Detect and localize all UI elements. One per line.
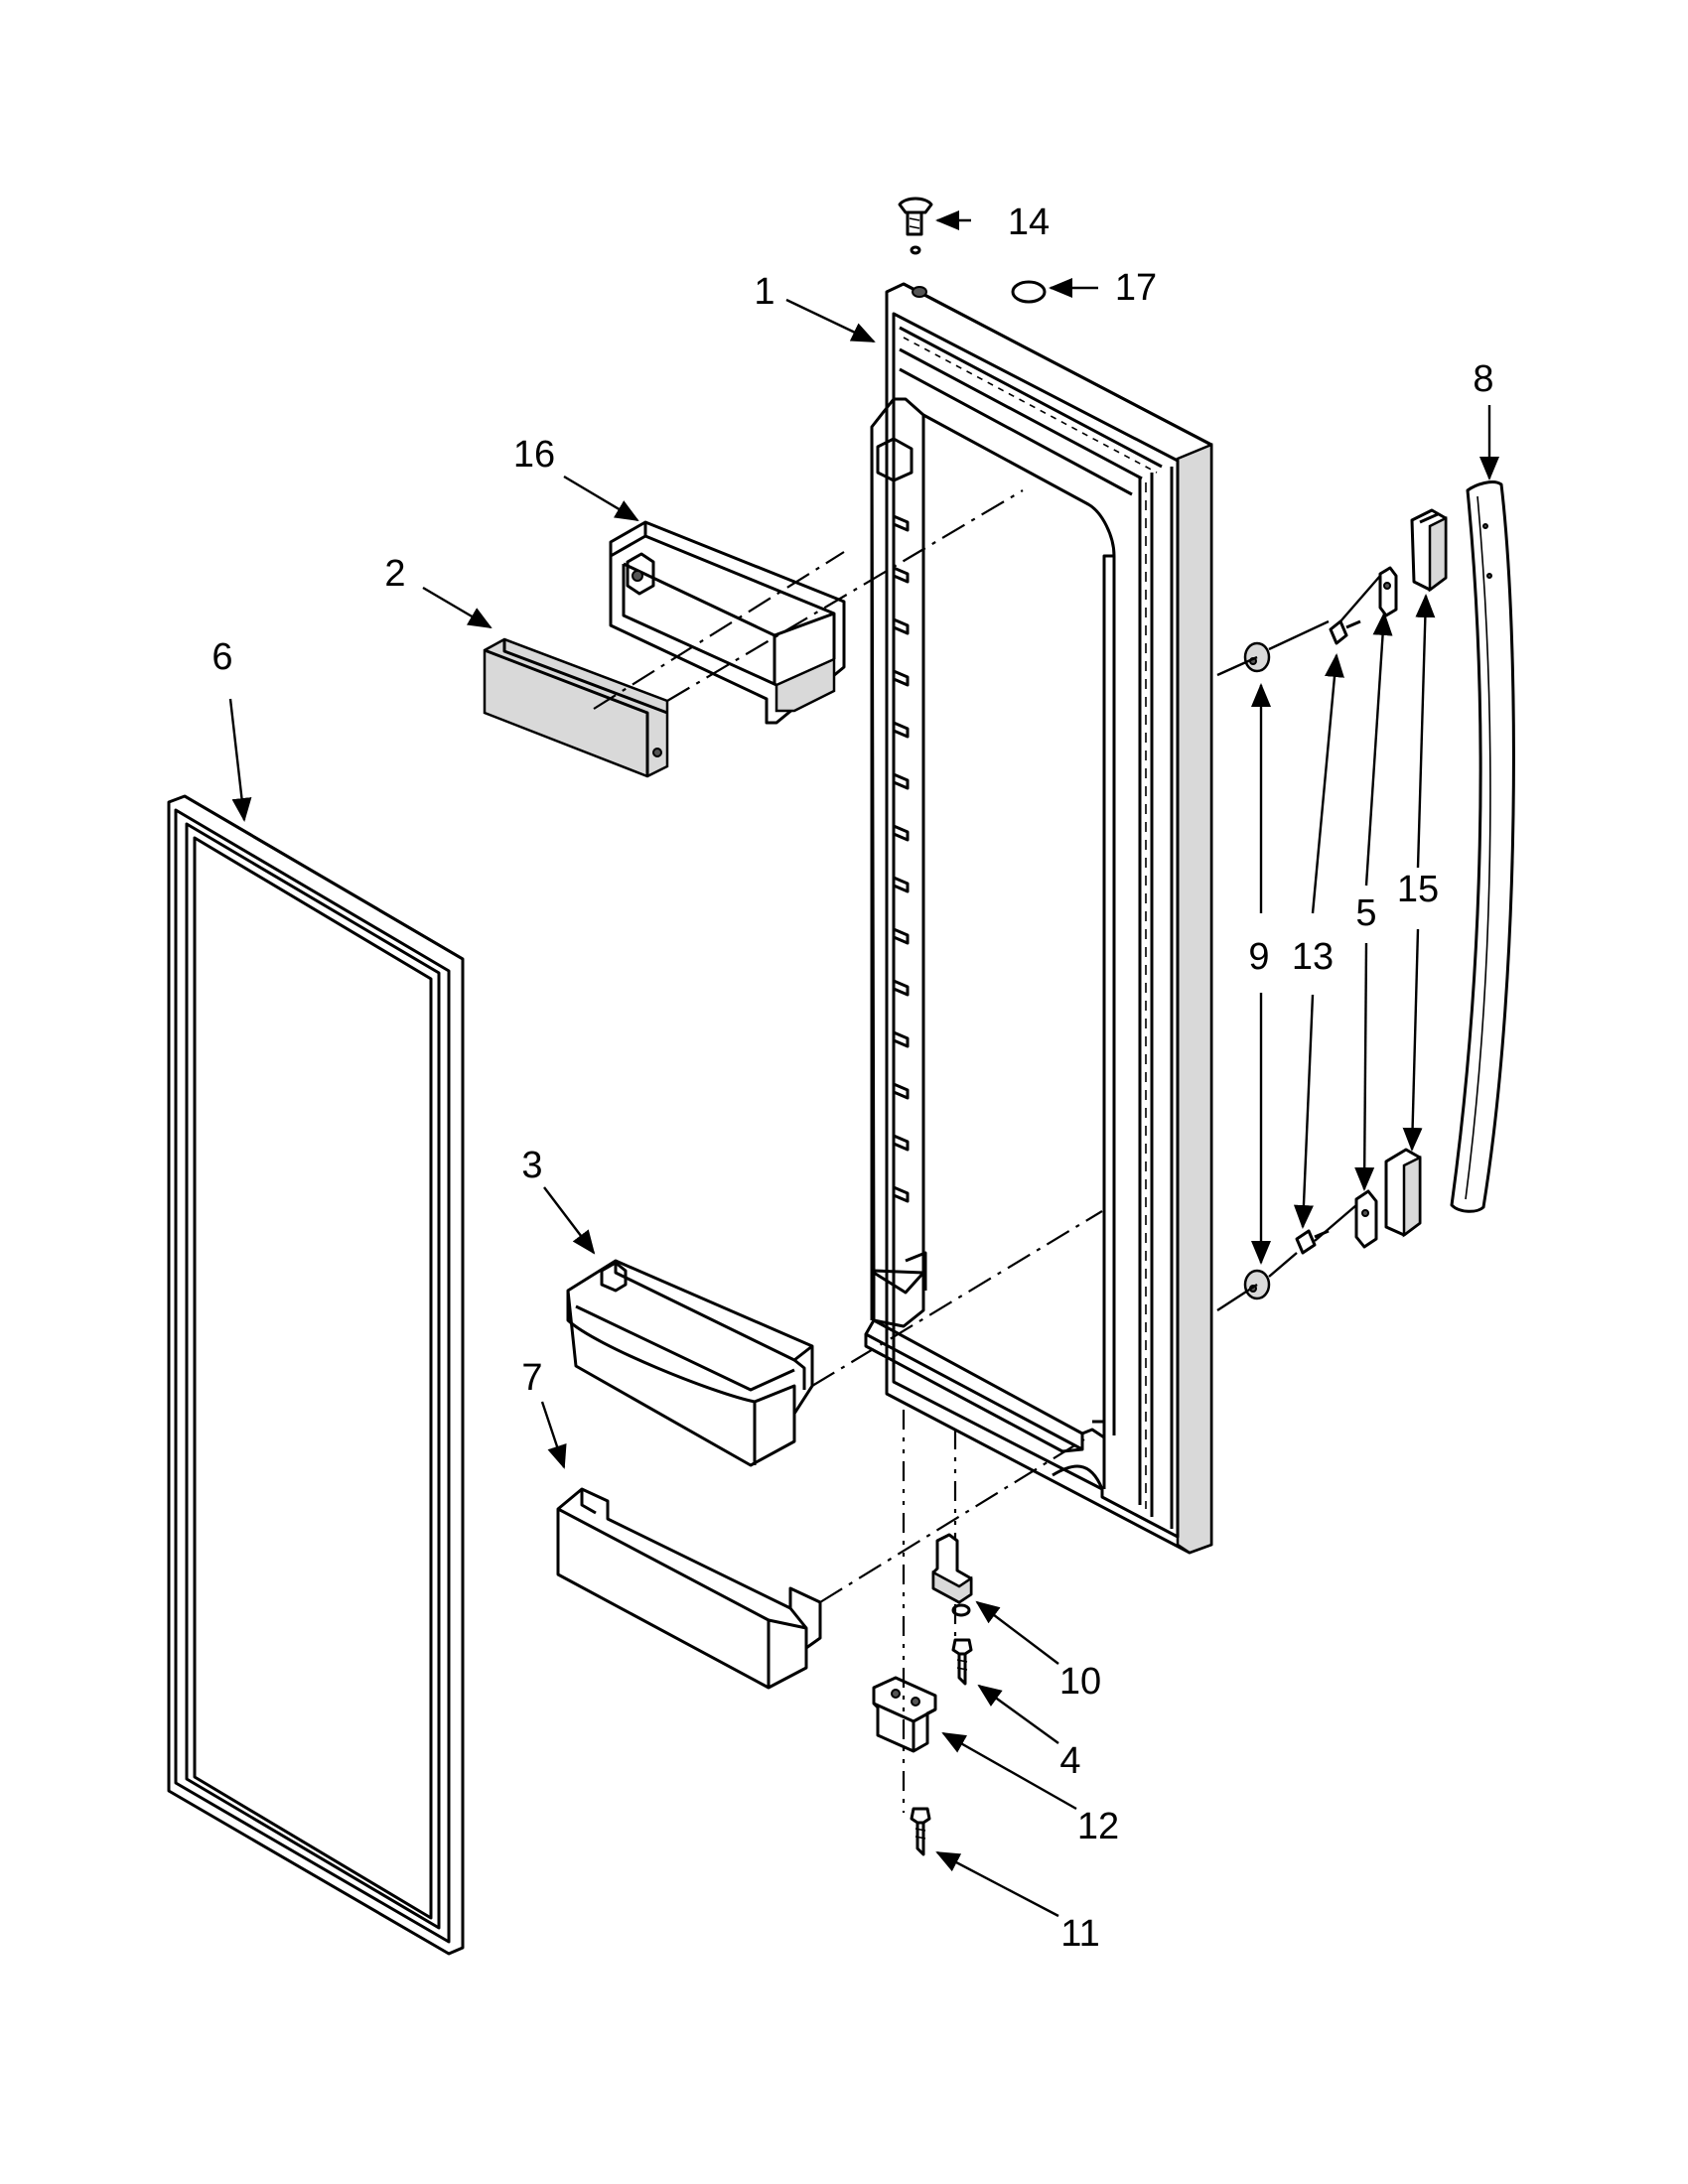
door-gasket-part-6 bbox=[167, 794, 465, 1956]
handle-brackets-part-5 bbox=[1354, 566, 1398, 1249]
callout-6: 6 bbox=[211, 636, 232, 678]
callout-leaders bbox=[228, 210, 1499, 1918]
callout-2: 2 bbox=[384, 553, 405, 595]
callout-12: 12 bbox=[1077, 1806, 1119, 1847]
dairy-bin-housing-part-16 bbox=[609, 520, 846, 725]
callout-9: 9 bbox=[1248, 936, 1269, 978]
callout-1: 1 bbox=[754, 271, 774, 313]
handle-end-caps-part-15 bbox=[1384, 508, 1448, 1238]
callout-5: 5 bbox=[1355, 892, 1376, 934]
alignment-lines bbox=[593, 489, 1381, 1813]
callout-4: 4 bbox=[1059, 1740, 1080, 1782]
o-ring-part-17 bbox=[1011, 280, 1047, 304]
callout-14: 14 bbox=[1008, 202, 1050, 243]
callout-10: 10 bbox=[1059, 1661, 1101, 1703]
callout-13: 13 bbox=[1292, 936, 1334, 978]
door-bin-part-3 bbox=[566, 1259, 814, 1467]
callout-labels: 1 2 3 4 5 6 7 8 9 10 11 12 13 14 15 16 1… bbox=[211, 202, 1493, 1955]
top-hinge-pin-part-14 bbox=[898, 197, 933, 255]
shelf-rail-notches bbox=[892, 514, 910, 1203]
door-assembly-part-1 bbox=[864, 282, 1213, 1555]
screw-part-11 bbox=[910, 1807, 931, 1856]
screw-part-4 bbox=[951, 1638, 973, 1686]
dairy-door-part-2 bbox=[483, 637, 669, 778]
door-handle-part-8 bbox=[1450, 480, 1515, 1213]
door-shelf-part-7 bbox=[556, 1487, 822, 1690]
callout-17: 17 bbox=[1115, 267, 1157, 309]
callout-11: 11 bbox=[1060, 1913, 1099, 1955]
callout-15: 15 bbox=[1397, 869, 1439, 910]
lower-hinge-bushing-part-10 bbox=[931, 1533, 973, 1617]
callout-8: 8 bbox=[1473, 358, 1493, 400]
callout-3: 3 bbox=[521, 1145, 542, 1186]
callout-7: 7 bbox=[521, 1357, 542, 1399]
hinge-plate-part-12 bbox=[872, 1676, 937, 1753]
callout-16: 16 bbox=[513, 434, 555, 476]
